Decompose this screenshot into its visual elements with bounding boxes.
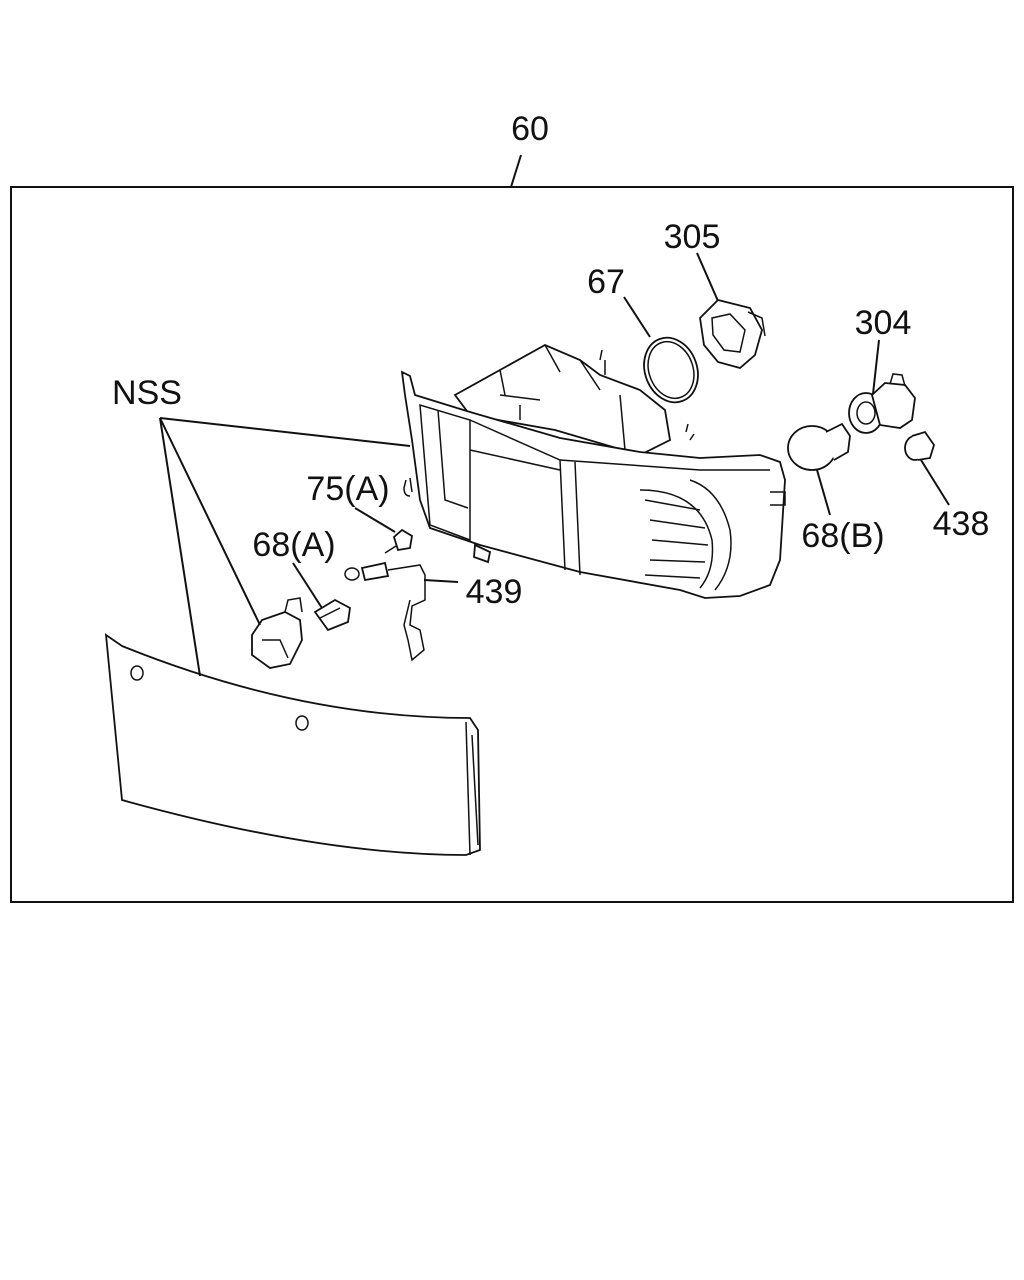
leader-60 bbox=[510, 154, 522, 188]
label-67: 67 bbox=[587, 263, 625, 301]
label-nss: NSS bbox=[112, 374, 182, 412]
nss-bracket bbox=[251, 597, 303, 669]
wire-harness-439 bbox=[344, 561, 426, 662]
leader-305 bbox=[696, 252, 719, 302]
label-75a: 75(A) bbox=[306, 470, 389, 508]
label-68b: 68(B) bbox=[801, 517, 884, 555]
leader-75a bbox=[354, 507, 396, 533]
leader-304 bbox=[872, 339, 880, 395]
lens-cover bbox=[104, 633, 481, 856]
lamp-housing bbox=[400, 343, 786, 599]
leader-439 bbox=[423, 579, 459, 583]
leader-67 bbox=[623, 296, 651, 338]
cap-438 bbox=[904, 430, 935, 461]
label-439: 439 bbox=[466, 573, 523, 611]
screw-75a bbox=[384, 528, 413, 554]
leader-438 bbox=[920, 459, 950, 506]
leader-68b bbox=[816, 469, 831, 516]
socket-304 bbox=[848, 373, 916, 434]
socket-305 bbox=[699, 299, 766, 369]
leader-68a bbox=[292, 562, 323, 609]
label-305: 305 bbox=[664, 218, 721, 256]
nss-leaders bbox=[159, 417, 411, 677]
bulb-68a bbox=[313, 598, 351, 632]
bulb-68b bbox=[787, 422, 851, 471]
o-ring-67-inner bbox=[647, 340, 695, 400]
o-ring-67 bbox=[643, 336, 699, 404]
label-304: 304 bbox=[855, 304, 912, 342]
label-438: 438 bbox=[933, 505, 990, 543]
label-60: 60 bbox=[511, 110, 549, 148]
label-68a: 68(A) bbox=[252, 526, 335, 564]
clip-detail bbox=[403, 477, 413, 497]
